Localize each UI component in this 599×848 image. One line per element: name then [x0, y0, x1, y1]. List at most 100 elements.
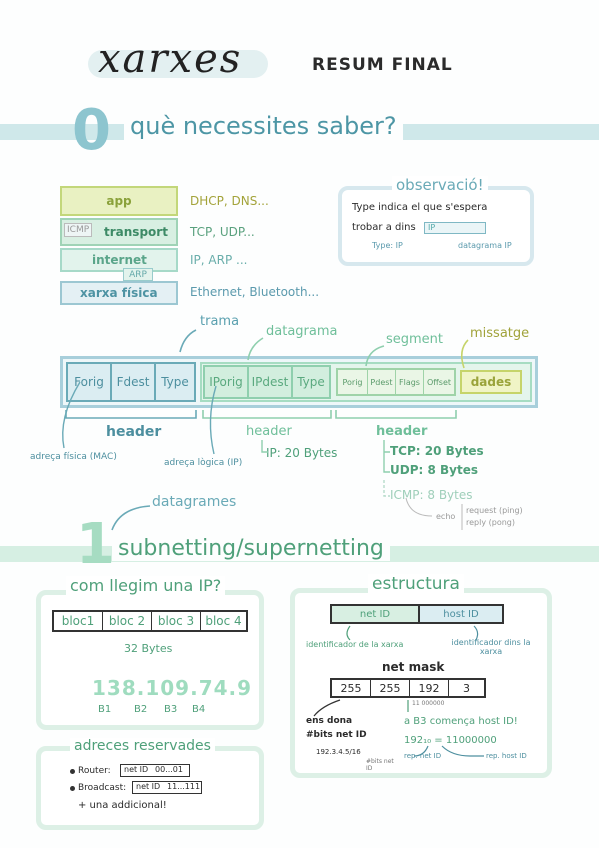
field-fdest: Fdest — [112, 364, 156, 400]
protocols-fisica: Ethernet, Bluetooth... — [190, 285, 320, 299]
dades-label: dades — [470, 375, 512, 389]
layer-transport: ICMP transport — [60, 218, 178, 246]
field-offset: Offset — [424, 370, 454, 394]
broadcast-host: 11...111 — [167, 782, 201, 791]
mask-example: 192.3.4.5/16 — [316, 748, 361, 756]
echo-label: echo — [436, 512, 456, 521]
observacio-ip-box: IP — [424, 222, 486, 234]
netmask-label: net mask — [382, 660, 445, 674]
title-highlight — [88, 50, 268, 78]
mask-3-label: 192 — [418, 681, 440, 695]
arp-label: ARP — [129, 269, 147, 280]
broadcast-addr: net ID 11...111 — [132, 781, 202, 794]
layer-fisica-label: xarxa física — [80, 286, 158, 300]
router-net: net ID — [124, 765, 149, 774]
router-host: 00...01 — [155, 765, 183, 774]
layer-app: app — [60, 186, 178, 216]
b2: B2 — [134, 704, 148, 715]
layer-internet-label: internet — [92, 253, 147, 267]
protocols-app: DHCP, DNS... — [190, 194, 269, 208]
reservades-extra: + una addicional! — [78, 800, 167, 811]
mac-label: adreça física (MAC) — [30, 452, 117, 462]
mask-2-label: 255 — [379, 681, 401, 695]
trama-header: Forig Fdest Type — [66, 362, 196, 402]
bloc-4: bloc 4 — [201, 612, 246, 630]
layer-internet: internet — [60, 248, 178, 272]
field-porig-label: Porig — [342, 377, 363, 387]
bin-label: 192₁₀ = 11000000 — [404, 735, 497, 746]
icmp-tag: ICMP — [64, 223, 93, 237]
field-type2: Type — [293, 367, 329, 397]
bits-small: #bits net ID — [366, 758, 394, 772]
llegim-title: com llegim una IP? — [66, 576, 226, 595]
dades-box: dades — [460, 370, 522, 394]
observacio-datagram-ip: datagrama IP — [458, 241, 512, 250]
netid-box: net ID — [330, 604, 418, 624]
bloc-2-label: bloc 2 — [108, 614, 146, 628]
estructura-title: estructura — [368, 574, 464, 594]
ip-bytes: IP: 20 Bytes — [266, 446, 338, 460]
bytes-label: 32 Bytes — [124, 642, 173, 655]
rep-net: rep. net ID — [404, 752, 442, 760]
b3: B3 — [164, 704, 178, 715]
tcp-bytes: TCP: 20 Bytes — [390, 444, 484, 458]
label-segment: segment — [386, 332, 444, 347]
bloc-row: bloc1 bloc 2 bloc 3 bloc 4 — [52, 610, 248, 632]
netid-label: net ID — [359, 608, 391, 620]
section1-heading: subnetting/supernetting — [112, 536, 390, 561]
section0-heading: què necessites saber? — [124, 112, 403, 140]
protocols-internet: IP, ARP ... — [190, 253, 248, 267]
section1-number: 1 — [76, 512, 115, 577]
mask-1-label: 255 — [340, 681, 362, 695]
id-xarxa: identificador de la xarxa — [306, 640, 404, 649]
page-subtitle: RESUM FINAL — [312, 55, 453, 75]
observacio-line1: Type indica el que s'espera — [352, 202, 488, 213]
hostid-label: host ID — [443, 608, 479, 620]
section0-number: 0 — [72, 98, 111, 163]
mask-3: 192 — [410, 680, 449, 696]
broadcast-net: net ID — [136, 782, 161, 791]
field-pdest-label: Pdest — [370, 377, 393, 387]
rep-host: rep. host ID — [486, 752, 527, 760]
hostid-box: host ID — [418, 604, 504, 624]
field-forig-label: Forig — [74, 375, 104, 389]
router-label: Router: — [78, 766, 111, 776]
bits-net: #bits net ID — [306, 730, 367, 740]
field-type1: Type — [156, 364, 194, 400]
page-title: xarxes — [98, 36, 243, 82]
field-ipdest-label: IPdest — [251, 375, 289, 389]
b4: B4 — [192, 704, 206, 715]
observacio-ip: IP — [428, 223, 436, 232]
field-iporig-label: IPorig — [209, 375, 243, 389]
field-ipdest: IPdest — [249, 367, 293, 397]
segment-header: Porig Pdest Flags Offset — [336, 368, 456, 396]
header-trama: header — [106, 424, 162, 440]
bloc-3-label: bloc 3 — [157, 614, 195, 628]
field-flags: Flags — [396, 370, 424, 394]
request-label: request (ping) — [466, 506, 523, 515]
field-pdest: Pdest — [368, 370, 396, 394]
layer-app-label: app — [106, 194, 132, 208]
bloc-3: bloc 3 — [152, 612, 201, 630]
label-trama: trama — [200, 314, 240, 329]
broadcast-label: Broadcast: — [78, 783, 127, 793]
field-iporig: IPorig — [205, 367, 249, 397]
field-fdest-label: Fdest — [116, 375, 150, 389]
mask-row: 255 255 192 3 — [330, 678, 486, 698]
router-addr: net ID 00...01 — [120, 764, 190, 777]
bloc-1-label: bloc1 — [61, 614, 95, 628]
icmp-bytes: ICMP: 8 Bytes — [390, 488, 473, 502]
b1: B1 — [98, 704, 112, 715]
bloc-4-label: bloc 4 — [205, 614, 242, 628]
zeros-label: 11 000000 — [412, 700, 445, 707]
field-type1-label: Type — [161, 375, 189, 389]
udp-bytes: UDP: 8 Bytes — [390, 463, 478, 477]
ip-addr-label: adreça lògica (IP) — [164, 458, 243, 468]
observacio-line2: trobar a dins — [352, 222, 416, 233]
reply-label: reply (pong) — [466, 518, 515, 527]
mask-4-label: 3 — [463, 681, 470, 695]
bloc-2: bloc 2 — [103, 612, 152, 630]
mask-2: 255 — [371, 680, 410, 696]
